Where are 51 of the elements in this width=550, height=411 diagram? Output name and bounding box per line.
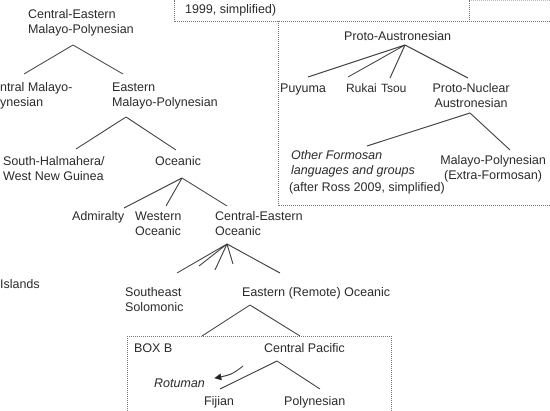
language-name: Other Formosan languages and groups: [291, 148, 427, 178]
language-name: Proto-Nuclear Austronesian: [416, 81, 526, 111]
language-name: South-Halmahera/ West New Guinea: [3, 154, 128, 184]
note-box: [174, 0, 470, 22]
tree-branch-line: [470, 112, 510, 150]
tree-branch-line: [404, 44, 468, 78]
tree-branch-line: [166, 178, 182, 206]
language-name: Admiralty: [72, 209, 124, 224]
tree-branch-line: [182, 178, 228, 206]
arrow: [214, 366, 244, 380]
box-panel: [127, 336, 392, 411]
tree-branch-line: [226, 244, 280, 274]
language-name: ntral Malayo- ynesian: [0, 80, 90, 110]
tree-branch-line: [72, 44, 124, 74]
inset-panel: [278, 21, 550, 206]
tree-branch-line: [126, 116, 176, 150]
language-name: Eastern Malayo-Polynesian: [112, 80, 240, 110]
tree-branch-line: [220, 360, 278, 390]
tree-branch-line: [390, 44, 406, 78]
language-name: Proto-Austronesian: [344, 29, 452, 44]
tree-branch-line: [198, 244, 228, 266]
tree-branch-line: [202, 304, 250, 336]
language-name: Central Pacific: [264, 341, 345, 356]
language-name: Western Oceanic: [135, 209, 197, 239]
language-name: Central-Eastern Malayo-Polynesian: [28, 7, 163, 37]
tree-branch-line: [366, 112, 470, 146]
tree-branch-line: [76, 116, 126, 150]
language-name: Malayo-Polynesian (Extra-Formosan): [433, 153, 550, 183]
tree-branch-line: [124, 178, 182, 208]
language-name: Rotuman: [154, 376, 205, 391]
tree-branch-line: [226, 244, 234, 264]
box-title: BOX B: [134, 341, 172, 356]
tree-branch-line: [308, 44, 406, 78]
tree-branch-line: [250, 304, 300, 336]
language-name: Fijian: [204, 394, 234, 409]
language-name: Rukai: [346, 81, 377, 96]
language-name: Puyuma: [280, 81, 326, 96]
tree-branch-line: [24, 44, 74, 74]
tree-branch-line: [348, 44, 406, 78]
tree-branch-line: [276, 360, 320, 390]
language-name: Islands: [0, 277, 40, 292]
source-note: (after Ross 2009, simplified): [289, 180, 445, 195]
language-name: Oceanic: [155, 154, 201, 169]
tree-branch-line: [176, 244, 228, 274]
language-name: Central-Eastern Oceanic: [215, 209, 315, 239]
source-note: 1999, simplified): [185, 2, 276, 17]
language-name: Southeast Solomonic: [125, 285, 195, 315]
language-name: Polynesian: [284, 394, 346, 409]
tree-branch-line: [214, 244, 228, 270]
language-name: Tsou: [381, 81, 406, 96]
language-name: Eastern (Remote) Oceanic: [242, 285, 390, 300]
